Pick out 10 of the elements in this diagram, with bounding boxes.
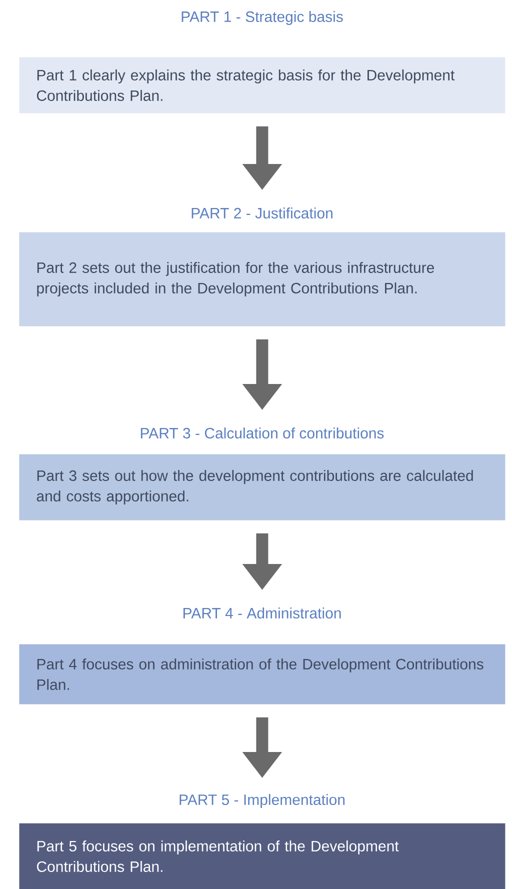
heading: PART 1 - Strategic basis xyxy=(182,11,343,25)
heading: PART 4 - Administration xyxy=(183,608,341,618)
heading: PART 2 - Justification xyxy=(192,208,332,218)
heading: PART 5 - Implementation xyxy=(180,794,345,808)
text-box: Part 3 sets out how the development contributions are calculated and costs apportioned. xyxy=(19,454,506,520)
text-box: Part 5 focuses on implementation of the Development Contributions Plan. xyxy=(19,823,506,889)
text-box: Part 2 sets out the justification for the various infrastructure projects included in the Development Contributions Plan. xyxy=(19,232,506,326)
heading: PART 3 - Calculation of contributions xyxy=(140,428,384,438)
text-box: Part 1 clearly explains the strategic basis for the Development Contributions Plan. xyxy=(19,57,506,114)
text-box: Part 4 focuses on administration of the Development Contributions Plan. xyxy=(19,644,506,704)
